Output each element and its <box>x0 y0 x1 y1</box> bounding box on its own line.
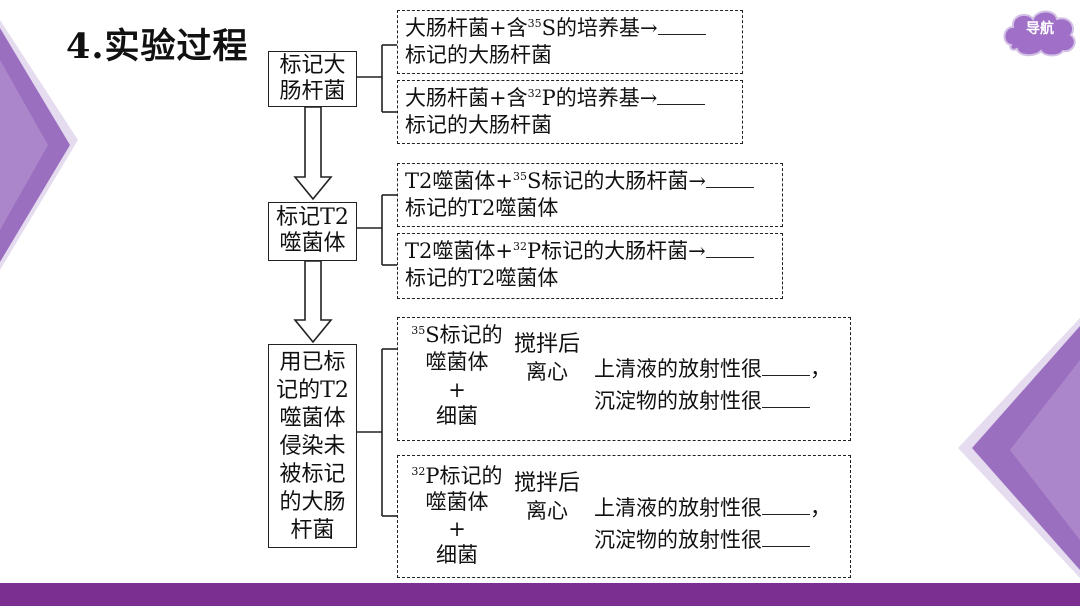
p32-phage: 噬菌体 <box>425 490 489 514</box>
nav-cloud-icon[interactable] <box>1001 5 1079 57</box>
answer-blank[interactable] <box>762 355 810 376</box>
step3-box: 用已标 记的T2 噬菌体 侵染未 被标记 的大肠 杆菌 <box>268 344 357 548</box>
step1-box: 标记大 肠杆菌 <box>268 51 357 107</box>
p32-plus: + <box>448 517 466 541</box>
step2-s35-box: T2噬菌体+35S标记的大肠杆菌→ 标记的T2噬菌体 <box>397 163 783 227</box>
step1-p32-box: 大肠杆菌+含32P的培养基→ 标记的大肠杆菌 <box>397 80 743 144</box>
s35-supernatant-result: 上清液的放射性很， <box>594 355 831 381</box>
step3-s35-box <box>397 317 851 441</box>
answer-blank[interactable] <box>762 494 810 515</box>
s35-stir-label: 搅拌后 <box>513 332 580 357</box>
bottom-bar <box>0 583 1080 606</box>
p32-stir-label: 搅拌后 <box>513 471 580 496</box>
answer-blank[interactable] <box>705 237 754 258</box>
nav-label[interactable]: 导航 <box>1026 21 1054 37</box>
page-title: 4.实验过程 <box>66 26 249 67</box>
s35-centrifuge-label: 离心 <box>526 360 568 384</box>
s35-label: 35S标记的 <box>411 323 503 347</box>
s35-sediment-result: 沉淀物的放射性很 <box>594 387 810 414</box>
s35-bacteria: 细菌 <box>436 404 478 428</box>
step1-s35-box: 大肠杆菌+含35S的培养基→ 标记的大肠杆菌 <box>397 10 743 74</box>
p32-sediment-result: 沉淀物的放射性很 <box>594 526 810 553</box>
s35-phage: 噬菌体 <box>425 350 489 374</box>
p32-bacteria: 细菌 <box>436 543 478 567</box>
p32-supernatant-result: 上清液的放射性很， <box>594 494 831 520</box>
p32-label: 32P标记的 <box>411 464 503 488</box>
answer-blank[interactable] <box>705 167 754 188</box>
step2-box: 标记T2 噬菌体 <box>268 202 357 261</box>
answer-blank[interactable] <box>762 526 810 547</box>
p32-centrifuge-label: 离心 <box>526 499 568 523</box>
step3-p32-box <box>397 455 851 578</box>
step2-p32-box: T2噬菌体+32P标记的大肠杆菌→ 标记的T2噬菌体 <box>397 233 783 299</box>
answer-blank[interactable] <box>657 84 706 105</box>
answer-blank[interactable] <box>657 14 706 35</box>
answer-blank[interactable] <box>762 387 810 408</box>
s35-plus: + <box>448 378 466 402</box>
